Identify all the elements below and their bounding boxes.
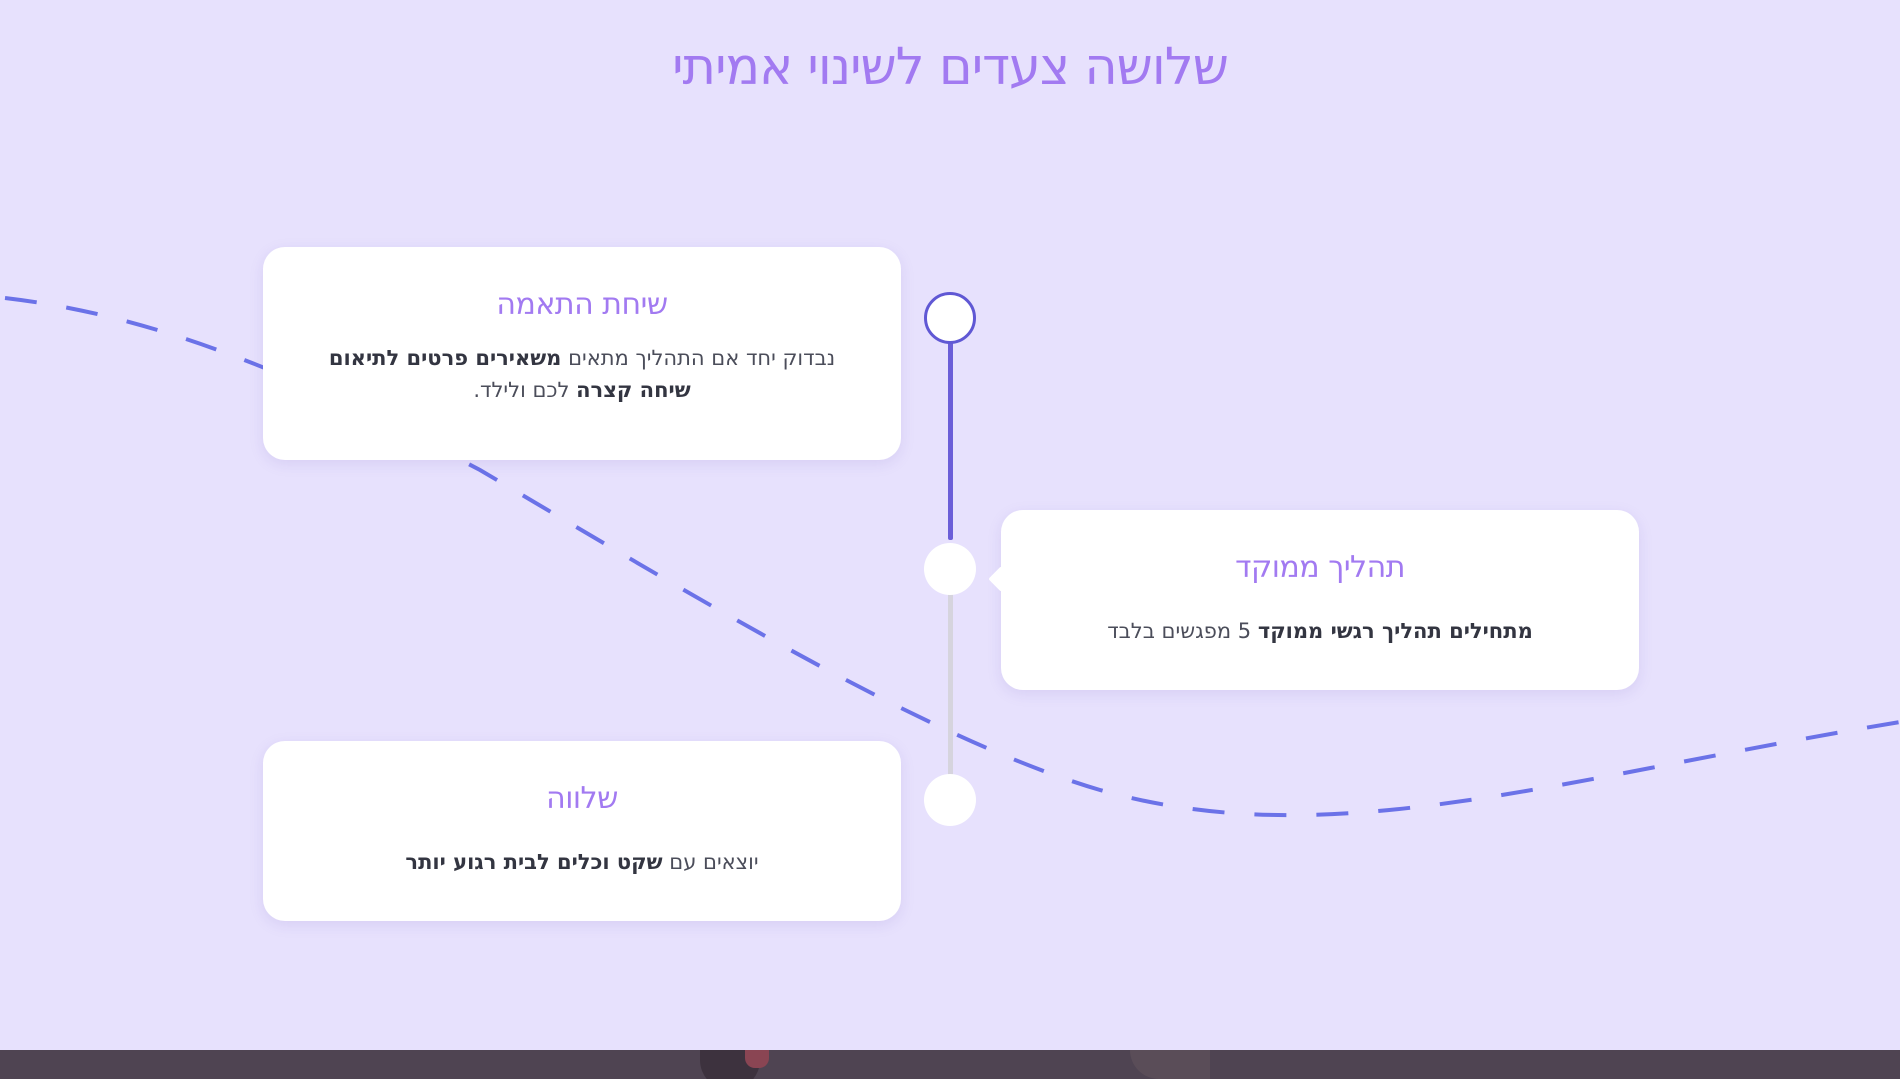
step-description: נבדוק יחד אם התהליך מתאים משאירים פרטים … (328, 346, 836, 402)
step-title: שלווה (546, 781, 618, 816)
timeline-marker-step-2 (924, 543, 976, 595)
section-title: שלושה צעדים לשינוי אמיתי (672, 38, 1229, 97)
step-description: יוצאים עם שקט וכלים לבית רגוע יותר (405, 850, 759, 874)
step-title: שיחת התאמה (496, 287, 668, 322)
timeline-rail-completed (948, 320, 953, 540)
step-title: תהליך ממוקד (1235, 550, 1405, 585)
next-section-image-edge (0, 1050, 1900, 1079)
step-card-1: שיחת התאמה נבדוק יחד אם התהליך מתאים משא… (263, 247, 901, 460)
step-description: מתחילים תהליך רגשי ממוקד 5 מפגשים בלבד (1107, 619, 1533, 643)
steps-section: שלושה צעדים לשינוי אמיתי שיחת התאמה נבדו… (0, 0, 1900, 1050)
timeline-rail-pending (948, 580, 953, 800)
step-card-2: תהליך ממוקד מתחילים תהליך רגשי ממוקד 5 מ… (1001, 510, 1639, 690)
dashed-wave-decoration (4, 296, 1900, 818)
timeline-marker-step-3 (924, 774, 976, 826)
timeline-marker-step-1 (924, 292, 976, 344)
step-card-3: שלווה יוצאים עם שקט וכלים לבית רגוע יותר (263, 741, 901, 921)
